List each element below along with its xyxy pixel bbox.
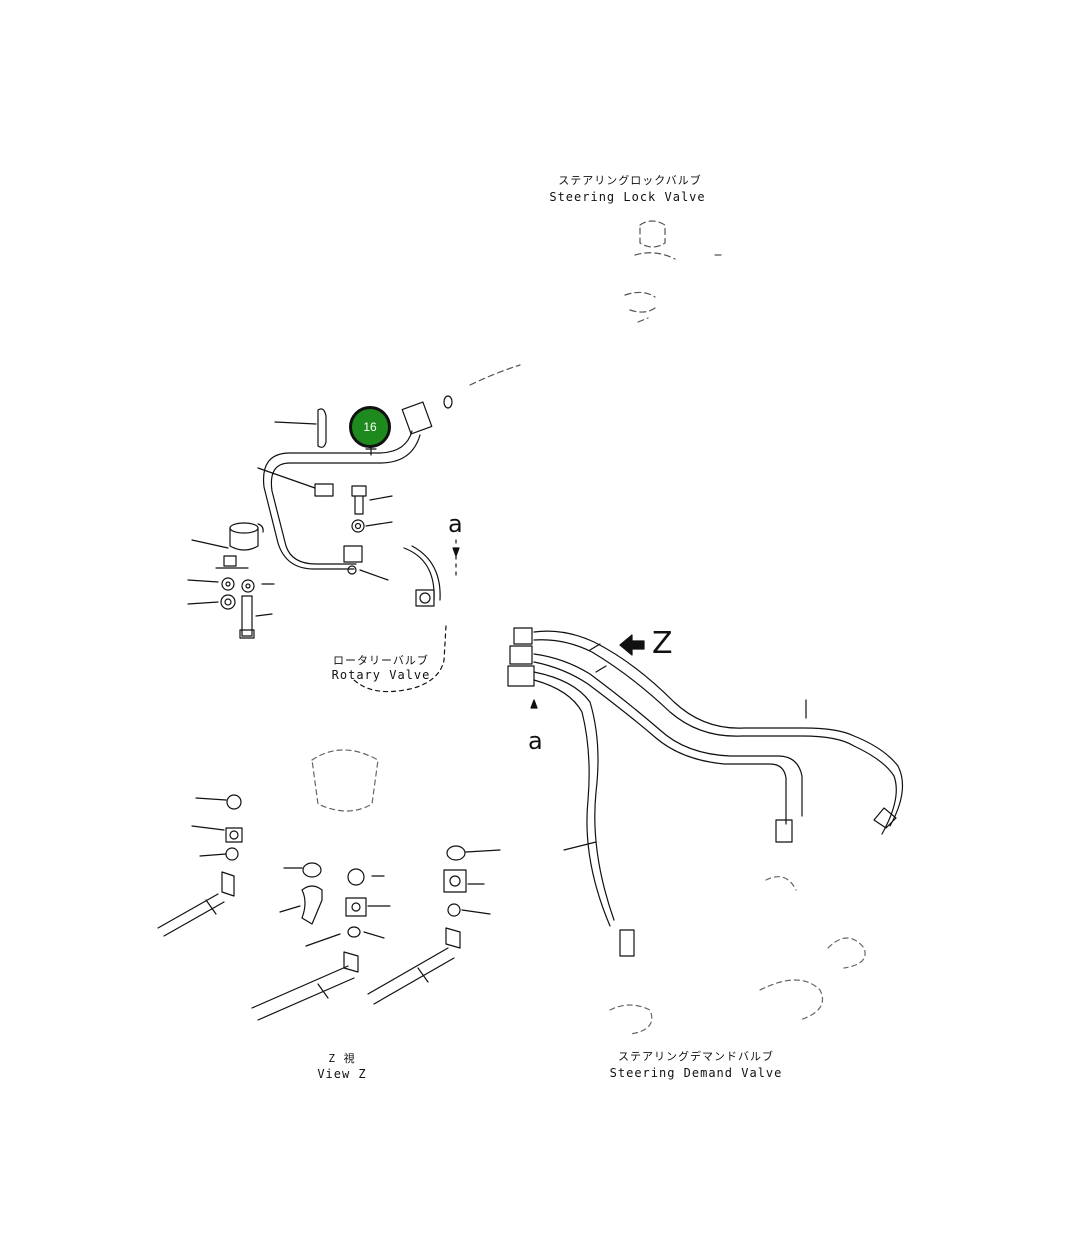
view-z-label-jp: Z 視 xyxy=(328,1052,356,1065)
rotary-valve-label-en: Rotary Valve xyxy=(331,668,431,682)
view-z-marker: Z xyxy=(652,626,673,661)
steering-lock-valve-drawing xyxy=(470,221,722,385)
rotary-valve-elbow xyxy=(354,540,456,692)
section-a-marker-bottom: a xyxy=(528,727,543,755)
steering-lock-valve-label-jp: ステアリングロックバルブ xyxy=(558,174,702,187)
view-z-label-en: View Z xyxy=(317,1067,367,1081)
z-arrow-icon xyxy=(620,635,644,655)
section-a-marker-top: a xyxy=(448,510,463,538)
steering-lock-valve-label-en: Steering Lock Valve xyxy=(549,190,706,204)
section-arrows xyxy=(453,548,537,708)
ghost-valve xyxy=(312,750,865,1034)
view-z-fittings xyxy=(158,795,500,1020)
parts-upper-left xyxy=(258,409,392,580)
main-hose-bundle xyxy=(508,628,903,956)
parts-left xyxy=(188,523,274,638)
rotary-valve-label-jp: ロータリーバルブ xyxy=(333,654,429,667)
steering-demand-valve-label-jp: ステアリングデマンドバルブ xyxy=(618,1050,774,1063)
upper-hose xyxy=(264,396,452,569)
callout-16-badge[interactable]: 16 xyxy=(349,406,391,448)
steering-demand-valve-label-en: Steering Demand Valve xyxy=(609,1066,783,1080)
